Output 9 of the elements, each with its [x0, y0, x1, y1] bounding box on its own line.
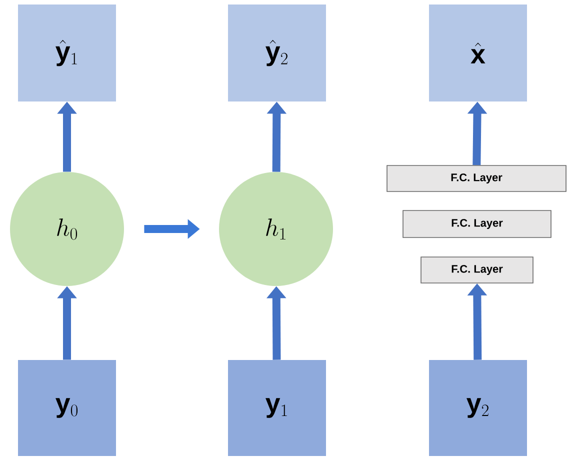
vector-box: $\mathbf{y}_2$: [429, 360, 527, 456]
vector-box: $\hat{\mathbf{y}}_2$: [228, 4, 326, 102]
vector-box: $\hat{\mathbf{y}}_1$: [18, 4, 116, 102]
vector-box: $\mathbf{y}_1$: [228, 360, 326, 456]
vector-box: $\mathbf{y}_0$: [18, 360, 116, 456]
vector-box: $\hat{\mathbf{x}}$: [429, 4, 527, 102]
layer-box: F.C. Layer: [420, 256, 534, 284]
layer-box: F.C. Layer: [402, 210, 552, 238]
layer-box: F.C. Layer: [386, 165, 566, 192]
